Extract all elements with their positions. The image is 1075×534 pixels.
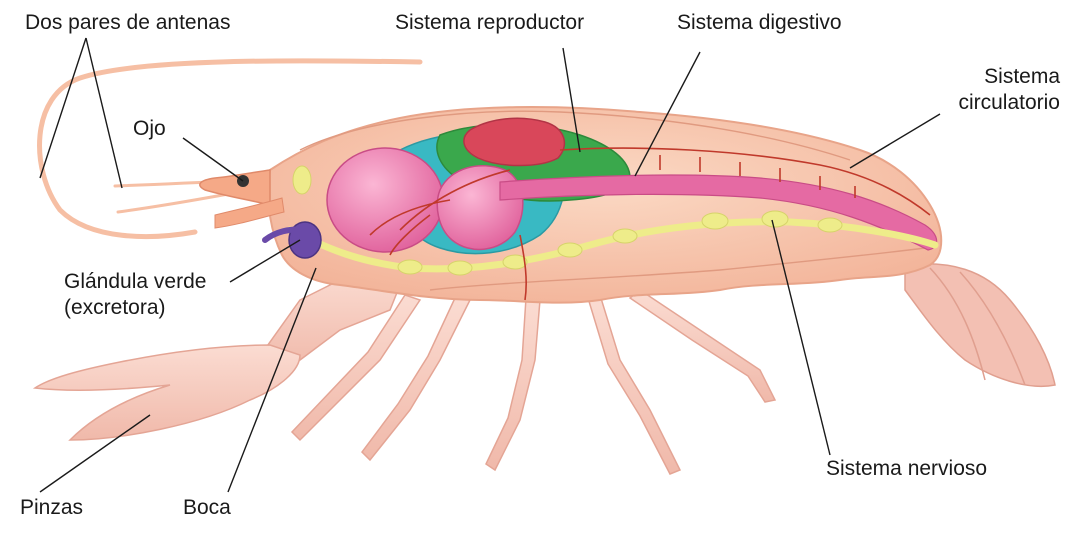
stomach-lobe-rear xyxy=(436,165,524,251)
label-circulatorio-line2: circulatorio xyxy=(958,91,1060,114)
label-glandula: Glándula verde (excretora) xyxy=(64,269,206,321)
label-digestivo: Sistema digestivo xyxy=(677,11,842,34)
label-glandula-line2: (excretora) xyxy=(64,296,166,319)
walking-legs xyxy=(290,289,777,475)
label-glandula-line1: Glándula verde xyxy=(64,270,207,293)
label-circulatorio: Sistema circulatorio xyxy=(930,64,1060,116)
blood-vessels xyxy=(369,147,931,301)
head-rostrum xyxy=(199,169,271,206)
antennule-base xyxy=(214,197,285,229)
label-reproductor: Sistema reproductor xyxy=(395,11,585,34)
claw xyxy=(32,269,401,441)
stomach-lobe-front xyxy=(326,147,444,253)
label-ojo: Ojo xyxy=(133,117,166,140)
label-circulatorio-line1: Sistema xyxy=(984,65,1060,88)
label-boca: Boca xyxy=(183,496,231,519)
carapace-ridges xyxy=(299,110,926,291)
label-nervioso: Sistema nervioso xyxy=(826,457,988,480)
long-antenna xyxy=(37,58,423,239)
tail-fan xyxy=(904,263,1056,387)
label-pinzas: Pinzas xyxy=(20,496,84,519)
leader-lines xyxy=(39,37,941,493)
reproductive-red xyxy=(463,117,566,167)
green-gland-duct xyxy=(262,226,308,243)
nerve-ganglia xyxy=(292,165,843,276)
label-antenas: Dos pares de antenas xyxy=(25,11,231,34)
